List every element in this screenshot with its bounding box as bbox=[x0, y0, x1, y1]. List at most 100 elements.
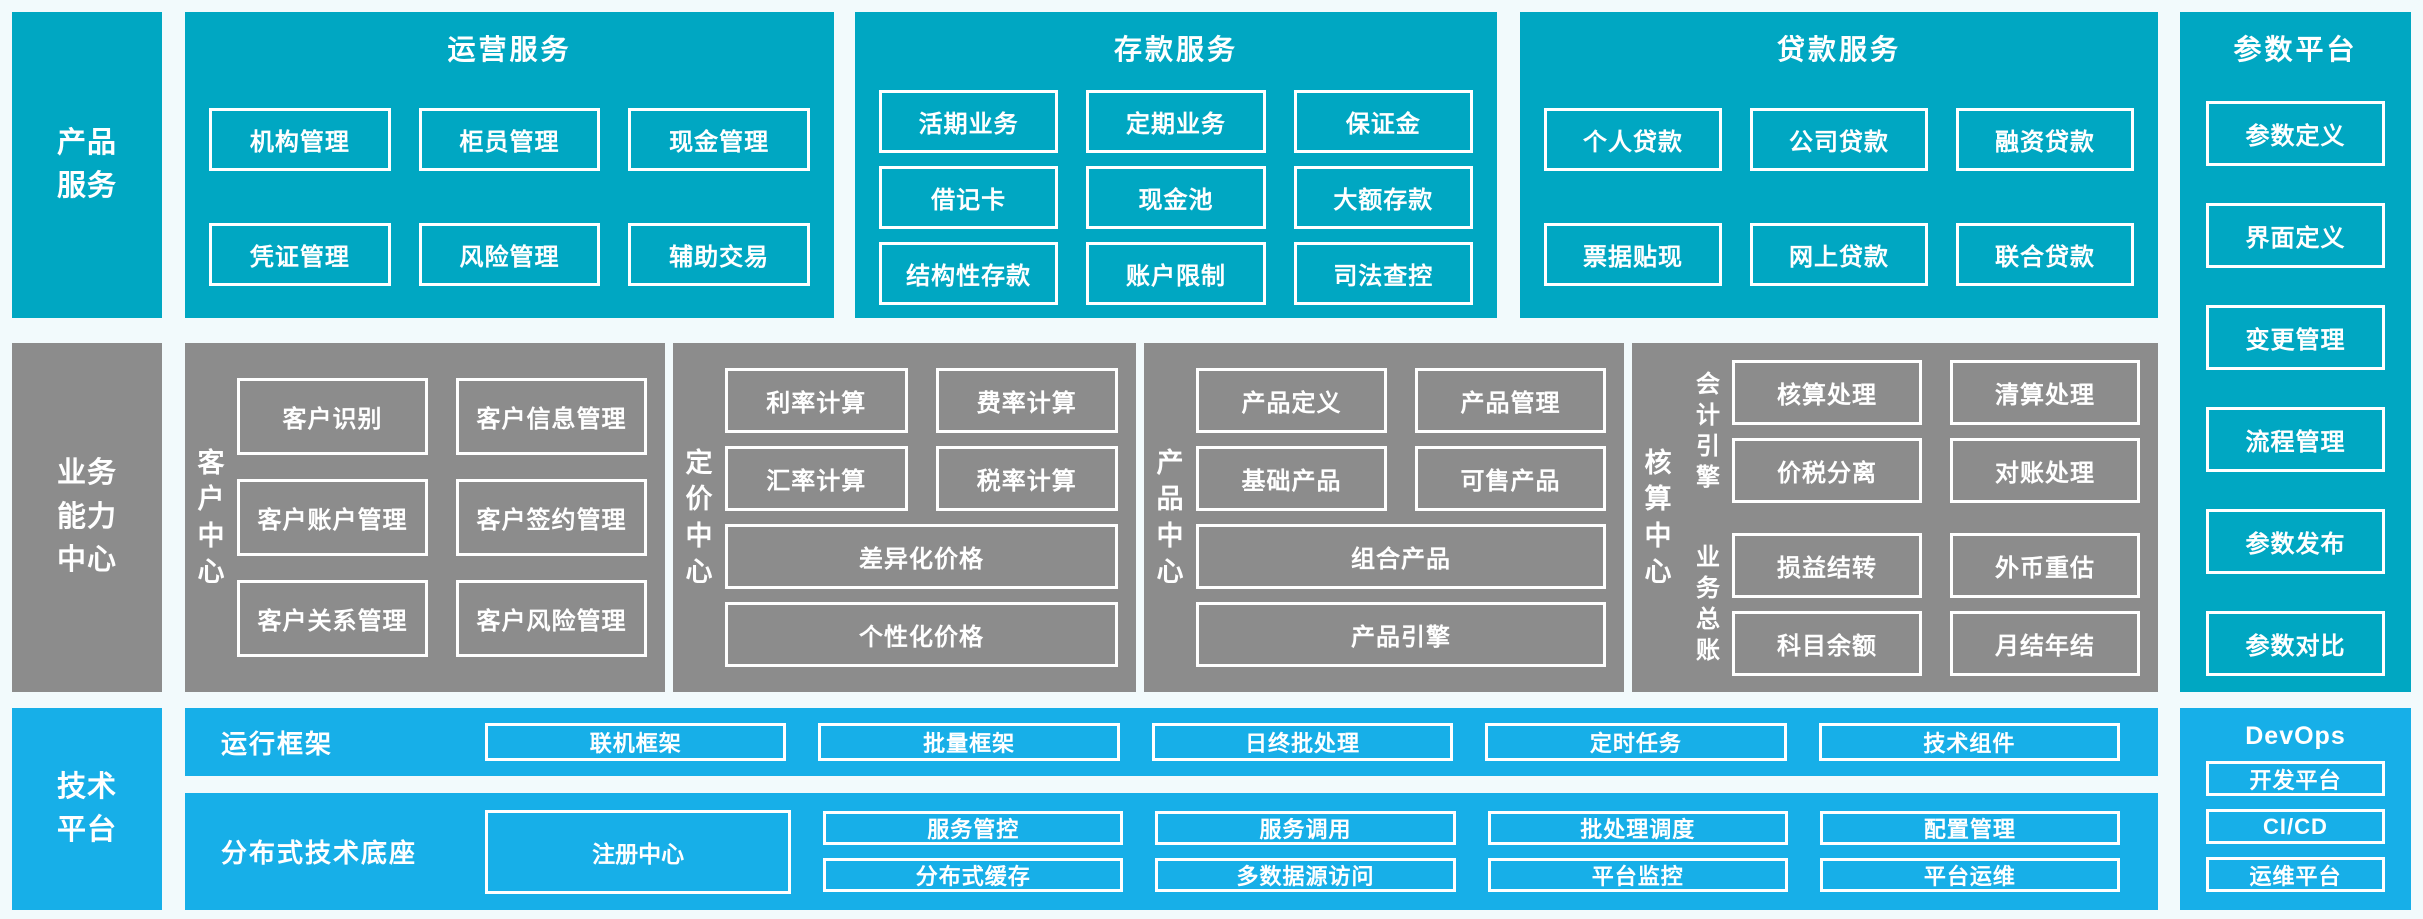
section-loan-services: 贷款服务 个人贷款公司贷款融资贷款票据贴现网上贷款联合贷款 bbox=[1520, 12, 2158, 318]
node-row: 组合产品 bbox=[1196, 524, 1606, 589]
section-product-center: 产品中心 产品定义产品管理基础产品可售产品组合产品产品引擎 bbox=[1144, 343, 1624, 692]
diagram-node: 服务调用 bbox=[1155, 811, 1456, 845]
diagram-node: 客户风险管理 bbox=[456, 580, 647, 657]
node-row: 结构性存款账户限制司法查控 bbox=[879, 242, 1473, 305]
bar-label: 分布式技术底座 bbox=[221, 838, 418, 868]
section-grid: 活期业务定期业务保证金借记卡现金池大额存款结构性存款账户限制司法查控 bbox=[855, 90, 1497, 305]
node-row: 票据贴现网上贷款联合贷款 bbox=[1544, 223, 2134, 286]
section-customer-center: 客户中心 客户识别客户信息管理客户账户管理客户签约管理客户关系管理客户风险管理 bbox=[185, 343, 665, 692]
diagram-node: 活期业务 bbox=[879, 90, 1059, 153]
diagram-node: 凭证管理 bbox=[209, 223, 391, 286]
diagram-node: 客户签约管理 bbox=[456, 479, 647, 556]
node-row: 客户识别客户信息管理 bbox=[237, 378, 647, 455]
diagram-node: 流程管理 bbox=[2206, 407, 2385, 472]
section-grid: 会计引擎 核算处理清算处理价税分离对账处理 业务总账 损益结转外币重估科目余额月… bbox=[1684, 343, 2158, 692]
section-vertical-label: 产品中心 bbox=[1156, 447, 1184, 587]
rail-label: 技术平台 bbox=[56, 770, 117, 847]
diagram-node: 费率计算 bbox=[935, 368, 1118, 433]
diagram-node: 机构管理 bbox=[209, 108, 391, 171]
node-column: 服务调用多数据源访问 bbox=[1155, 811, 1456, 892]
node-row: 价税分离对账处理 bbox=[1732, 437, 2140, 503]
diagram-node: 票据贴现 bbox=[1544, 223, 1722, 286]
diagram-node: 批处理调度 bbox=[1487, 811, 1788, 845]
diagram-node: 司法查控 bbox=[1293, 242, 1473, 305]
diagram-node: 风险管理 bbox=[418, 223, 601, 286]
diagram-node: 对账处理 bbox=[1950, 437, 2140, 503]
diagram-node: 柜员管理 bbox=[418, 108, 601, 171]
diagram-node: 融资贷款 bbox=[1956, 108, 2134, 171]
diagram-node: 月结年结 bbox=[1950, 610, 2140, 676]
node-row: 科目余额月结年结 bbox=[1732, 610, 2140, 676]
node-row: 基础产品可售产品 bbox=[1196, 446, 1606, 511]
section-accounting-center: 核算中心 会计引擎 核算处理清算处理价税分离对账处理 业务总账 损益结转外币重估… bbox=[1632, 343, 2158, 692]
bar-label: 运行框架 bbox=[221, 728, 334, 759]
diagram-node: 定期业务 bbox=[1086, 90, 1266, 153]
diagram-node: 税率计算 bbox=[935, 446, 1118, 511]
rail-tech-platform: 技术平台 bbox=[12, 708, 162, 910]
node-row: 核算处理清算处理 bbox=[1732, 359, 2140, 425]
rail-label: 产品服务 bbox=[56, 126, 117, 203]
node-column: 服务管控分布式缓存 bbox=[823, 811, 1124, 892]
group-grid: 核算处理清算处理价税分离对账处理 bbox=[1732, 359, 2140, 503]
node-row: 个性化价格 bbox=[725, 602, 1118, 667]
diagram-node: 变更管理 bbox=[2206, 305, 2385, 370]
node-column: 批处理调度平台监控 bbox=[1487, 811, 1788, 892]
section-title: 贷款服务 bbox=[1776, 34, 1901, 65]
diagram-node: 现金池 bbox=[1086, 166, 1266, 229]
diagram-node: 现金管理 bbox=[628, 108, 811, 171]
diagram-node: 联合贷款 bbox=[1956, 223, 2134, 286]
node-row: 损益结转外币重估 bbox=[1732, 532, 2140, 598]
diagram-node: 平台监控 bbox=[1487, 858, 1788, 892]
node-column: 配置管理平台运维 bbox=[1819, 811, 2121, 892]
diagram-node: 产品引擎 bbox=[1196, 602, 1606, 667]
diagram-node: 基础产品 bbox=[1196, 446, 1387, 511]
rail-business-capability-center: 业务能力中心 bbox=[12, 343, 162, 692]
diagram-node: 平台运维 bbox=[1819, 858, 2121, 892]
diagram-node: 多数据源访问 bbox=[1155, 858, 1456, 892]
diagram-node: 汇率计算 bbox=[725, 446, 908, 511]
diagram-node: 配置管理 bbox=[1819, 811, 2121, 845]
section-title: 运营服务 bbox=[447, 34, 572, 65]
diagram-node: 账户限制 bbox=[1086, 242, 1266, 305]
diagram-node: 注册中心 bbox=[485, 809, 792, 894]
node-row: 产品引擎 bbox=[1196, 602, 1606, 667]
diagram-node: 个性化价格 bbox=[725, 602, 1118, 667]
rail-label: 业务能力中心 bbox=[56, 457, 117, 577]
diagram-node: 客户账户管理 bbox=[237, 479, 428, 556]
section-vertical-label: 核算中心 bbox=[1644, 447, 1672, 587]
diagram-node: 运维平台 bbox=[2206, 857, 2385, 892]
diagram-node: 大额存款 bbox=[1293, 166, 1473, 229]
diagram-node: 联机框架 bbox=[485, 723, 787, 761]
diagram-node: 保证金 bbox=[1293, 90, 1473, 153]
section-deposit-services: 存款服务 活期业务定期业务保证金借记卡现金池大额存款结构性存款账户限制司法查控 bbox=[855, 12, 1497, 318]
section-grid: 参数定义界面定义变更管理流程管理参数发布参数对比 bbox=[2180, 101, 2411, 676]
diagram-node: 清算处理 bbox=[1950, 359, 2140, 425]
node-row: 产品定义产品管理 bbox=[1196, 368, 1606, 433]
section-distributed-tech-base: 分布式技术底座 注册中心 服务管控分布式缓存服务调用多数据源访问批处理调度平台监… bbox=[185, 793, 2158, 910]
group-vertical-label: 会计引擎 bbox=[1695, 370, 1720, 492]
section-grid: 客户识别客户信息管理客户账户管理客户签约管理客户关系管理客户风险管理 bbox=[237, 343, 665, 692]
diagram-node: 客户关系管理 bbox=[237, 580, 428, 657]
section-vertical-label: 定价中心 bbox=[685, 447, 713, 587]
diagram-node: 公司贷款 bbox=[1750, 108, 1928, 171]
rail-product-services: 产品服务 bbox=[12, 12, 162, 318]
group-accounting-engine: 会计引擎 核算处理清算处理价税分离对账处理 bbox=[1684, 359, 2140, 503]
section-vertical-label: 客户中心 bbox=[197, 447, 225, 587]
node-row: 客户关系管理客户风险管理 bbox=[237, 580, 647, 657]
diagram-node: 开发平台 bbox=[2206, 761, 2385, 796]
diagram-node: 定时任务 bbox=[1485, 723, 1787, 761]
diagram-node: 科目余额 bbox=[1732, 610, 1922, 676]
diagram-node: 产品管理 bbox=[1415, 368, 1606, 433]
diagram-node: 可售产品 bbox=[1415, 446, 1606, 511]
node-row: 机构管理柜员管理现金管理 bbox=[209, 108, 811, 171]
diagram-node: 组合产品 bbox=[1196, 524, 1606, 589]
group-vertical-label: 业务总账 bbox=[1695, 543, 1720, 665]
node-row: 利率计算费率计算 bbox=[725, 368, 1118, 433]
diagram-node: 价税分离 bbox=[1732, 437, 1922, 503]
diagram-node: 服务管控 bbox=[823, 811, 1124, 845]
node-row: 汇率计算税率计算 bbox=[725, 446, 1118, 511]
diagram-node: 结构性存款 bbox=[879, 242, 1059, 305]
node-row: 个人贷款公司贷款融资贷款 bbox=[1544, 108, 2134, 171]
section-parameter-platform: 参数平台 参数定义界面定义变更管理流程管理参数发布参数对比 bbox=[2180, 12, 2411, 692]
